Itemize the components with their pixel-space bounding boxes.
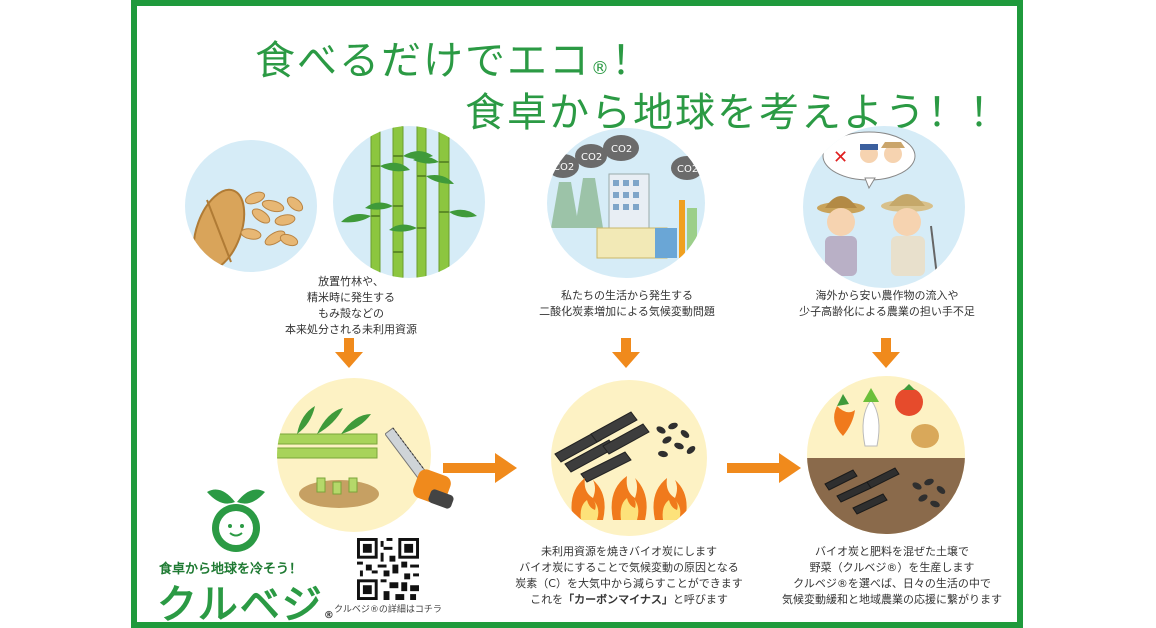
rice-husk-illustration: [185, 140, 317, 272]
headline-line-1: 食べるだけでエコ®！: [255, 38, 653, 84]
caption-farm-problem: 海外から安い農作物の流入や 少子高齢化による農業の担い手不足: [799, 289, 975, 318]
headline-line-2: 食卓から地球を考えよう！！: [465, 90, 1011, 136]
bamboo-forest-illustration: [333, 126, 485, 278]
kuruveji-sprout-logo: [207, 489, 265, 552]
elderly-farmers-illustration: ✕: [803, 126, 965, 288]
qr-caption: クルベジ®の詳細はコチラ: [334, 605, 442, 615]
caption-unused-resources: 放置竹林や、 精米時に発生する もみ殻などの 本来処分される未利用資源: [285, 275, 417, 336]
arrow-down-icon: [612, 338, 640, 368]
co2-label: CO2: [677, 164, 698, 175]
chainsaw-icon: [385, 427, 454, 509]
arrow-down-icon: [872, 338, 900, 368]
factory-co2-illustration: CO2 CO2 CO2 CO2: [547, 128, 705, 278]
vegetables-soil-illustration: [807, 376, 965, 534]
co2-label: CO2: [581, 152, 602, 163]
arrow-right-icon: [727, 453, 801, 483]
biochar-burning-illustration: [551, 380, 707, 536]
caption-co2-problem: 私たちの生活から発生する 二酸化炭素増加による気候変動問題: [539, 289, 715, 318]
arrow-down-icon: [335, 338, 363, 368]
logo-brand: クルベジ®: [157, 582, 336, 628]
poster-frame: 食べるだけでエコ®！ 食卓から地球を考えよう！！: [131, 0, 1023, 628]
cross-icon: ✕: [833, 147, 848, 168]
caption-biochar: 未利用資源を焼きバイオ炭にします バイオ炭にすることで気候変動の原因となる 炭素…: [515, 545, 743, 606]
logo-tagline: 食卓から地球を冷そう！: [159, 562, 303, 577]
caption-vegetables: バイオ炭と肥料を混ぜた土壌で 野菜（クルベジ®）を生産します クルベジ®を選べば…: [782, 545, 1002, 606]
qr-code[interactable]: [357, 538, 419, 600]
co2-label: CO2: [553, 162, 574, 173]
arrow-right-icon: [443, 453, 517, 483]
co2-label: CO2: [611, 144, 632, 155]
